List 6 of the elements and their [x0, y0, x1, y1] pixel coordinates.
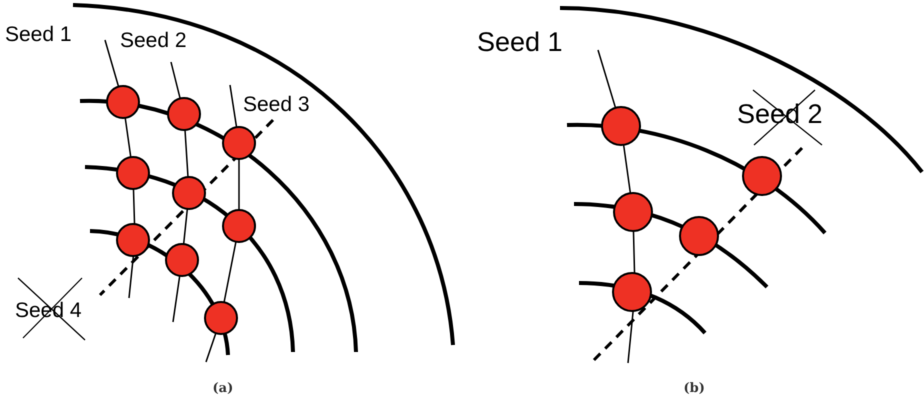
panel-caption: (b)	[684, 382, 705, 395]
seed-label: Seed 1	[477, 29, 563, 56]
panel-caption: (a)	[212, 382, 234, 395]
seed-label: Seed 1	[5, 24, 72, 45]
seed-label: Seed 3	[243, 94, 310, 115]
seed-label: Seed 2	[120, 30, 187, 51]
